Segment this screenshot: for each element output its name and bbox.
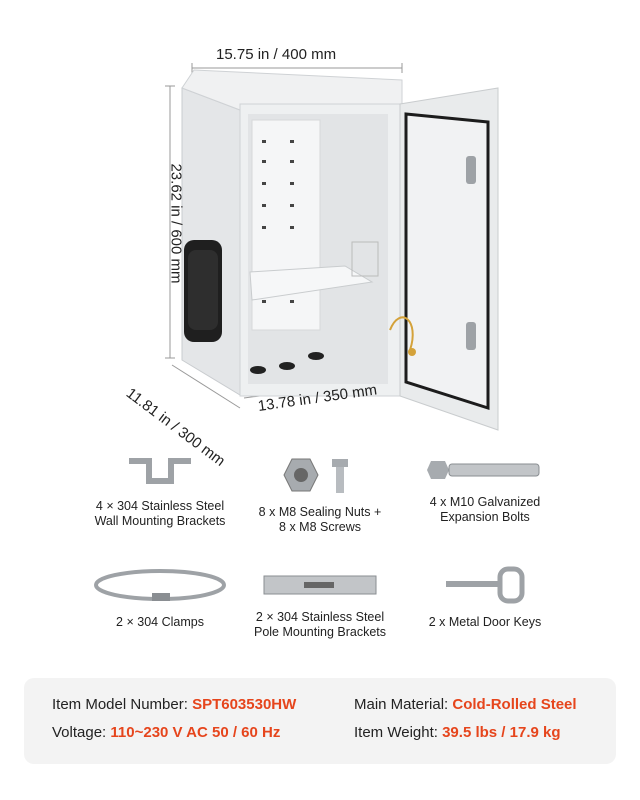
dimension-height: 23.62 in / 600 mm <box>167 163 185 284</box>
spec-value: 39.5 lbs / 17.9 kg <box>442 724 561 741</box>
accessory-label-line1: 8 x M8 Sealing Nuts + <box>258 505 382 519</box>
nut-screw-icon <box>283 458 348 493</box>
spec-label: Item Weight: <box>354 724 438 741</box>
accessory-nuts-screws: 8 x M8 Sealing Nuts + 8 x M8 Screws <box>245 455 395 535</box>
spec-weight: Item Weight: 39.5 lbs / 17.9 kg <box>354 724 561 741</box>
accessory-clamps: 2 × 304 Clamps <box>80 565 240 630</box>
accessory-label-line2: 8 x M8 Screws <box>279 520 361 534</box>
spec-label: Voltage: <box>52 724 107 741</box>
door-key-icon <box>446 566 525 604</box>
accessory-label-line2: Expansion Bolts <box>440 510 530 524</box>
accessory-label-line1: 4 × 304 Stainless Steel <box>95 499 225 513</box>
spec-label: Main Material: <box>354 696 449 713</box>
expansion-bolt-icon <box>427 461 540 479</box>
specs-panel: Item Model Number: SPT603530HW Voltage: … <box>24 678 616 764</box>
spec-voltage: Voltage: 110~230 V AC 50 / 60 Hz <box>52 724 280 741</box>
accessory-label-line1: 2 × 304 Stainless Steel <box>255 610 385 624</box>
accessory-label-line2: Pole Mounting Brackets <box>253 625 386 639</box>
accessory-door-keys: 2 x Metal Door Keys <box>405 565 565 630</box>
clamp-icon <box>94 569 226 601</box>
spec-value: SPT603530HW <box>192 696 297 713</box>
enclosure-illustration <box>165 63 499 431</box>
spec-model: Item Model Number: SPT603530HW <box>52 696 296 713</box>
accessory-wall-brackets: 4 × 304 Stainless Steel Wall Mounting Br… <box>80 455 240 529</box>
accessory-pole-brackets: 2 × 304 Stainless Steel Pole Mounting Br… <box>240 570 400 640</box>
door-latch-bottom <box>466 322 476 350</box>
accessory-expansion-bolts: 4 x M10 Galvanized Expansion Bolts <box>405 455 565 525</box>
spec-value: Cold-Rolled Steel <box>452 696 577 713</box>
accessory-label-line1: 2 × 304 Clamps <box>116 615 204 629</box>
shelf <box>249 265 374 301</box>
spec-label: Item Model Number: <box>52 696 188 713</box>
accessory-label-line1: 4 x M10 Galvanized <box>429 495 541 509</box>
accessory-label-line1: 2 x Metal Door Keys <box>428 615 542 629</box>
dimension-width: 15.75 in / 400 mm <box>216 46 337 63</box>
spec-value: 110~230 V AC 50 / 60 Hz <box>110 724 281 741</box>
pole-bracket-icon <box>263 575 377 595</box>
spec-material: Main Material: Cold-Rolled Steel <box>354 696 577 713</box>
accessory-label-line2: Wall Mounting Brackets <box>94 514 226 528</box>
door-latch-top <box>466 156 476 184</box>
wall-bracket-icon <box>129 458 191 484</box>
